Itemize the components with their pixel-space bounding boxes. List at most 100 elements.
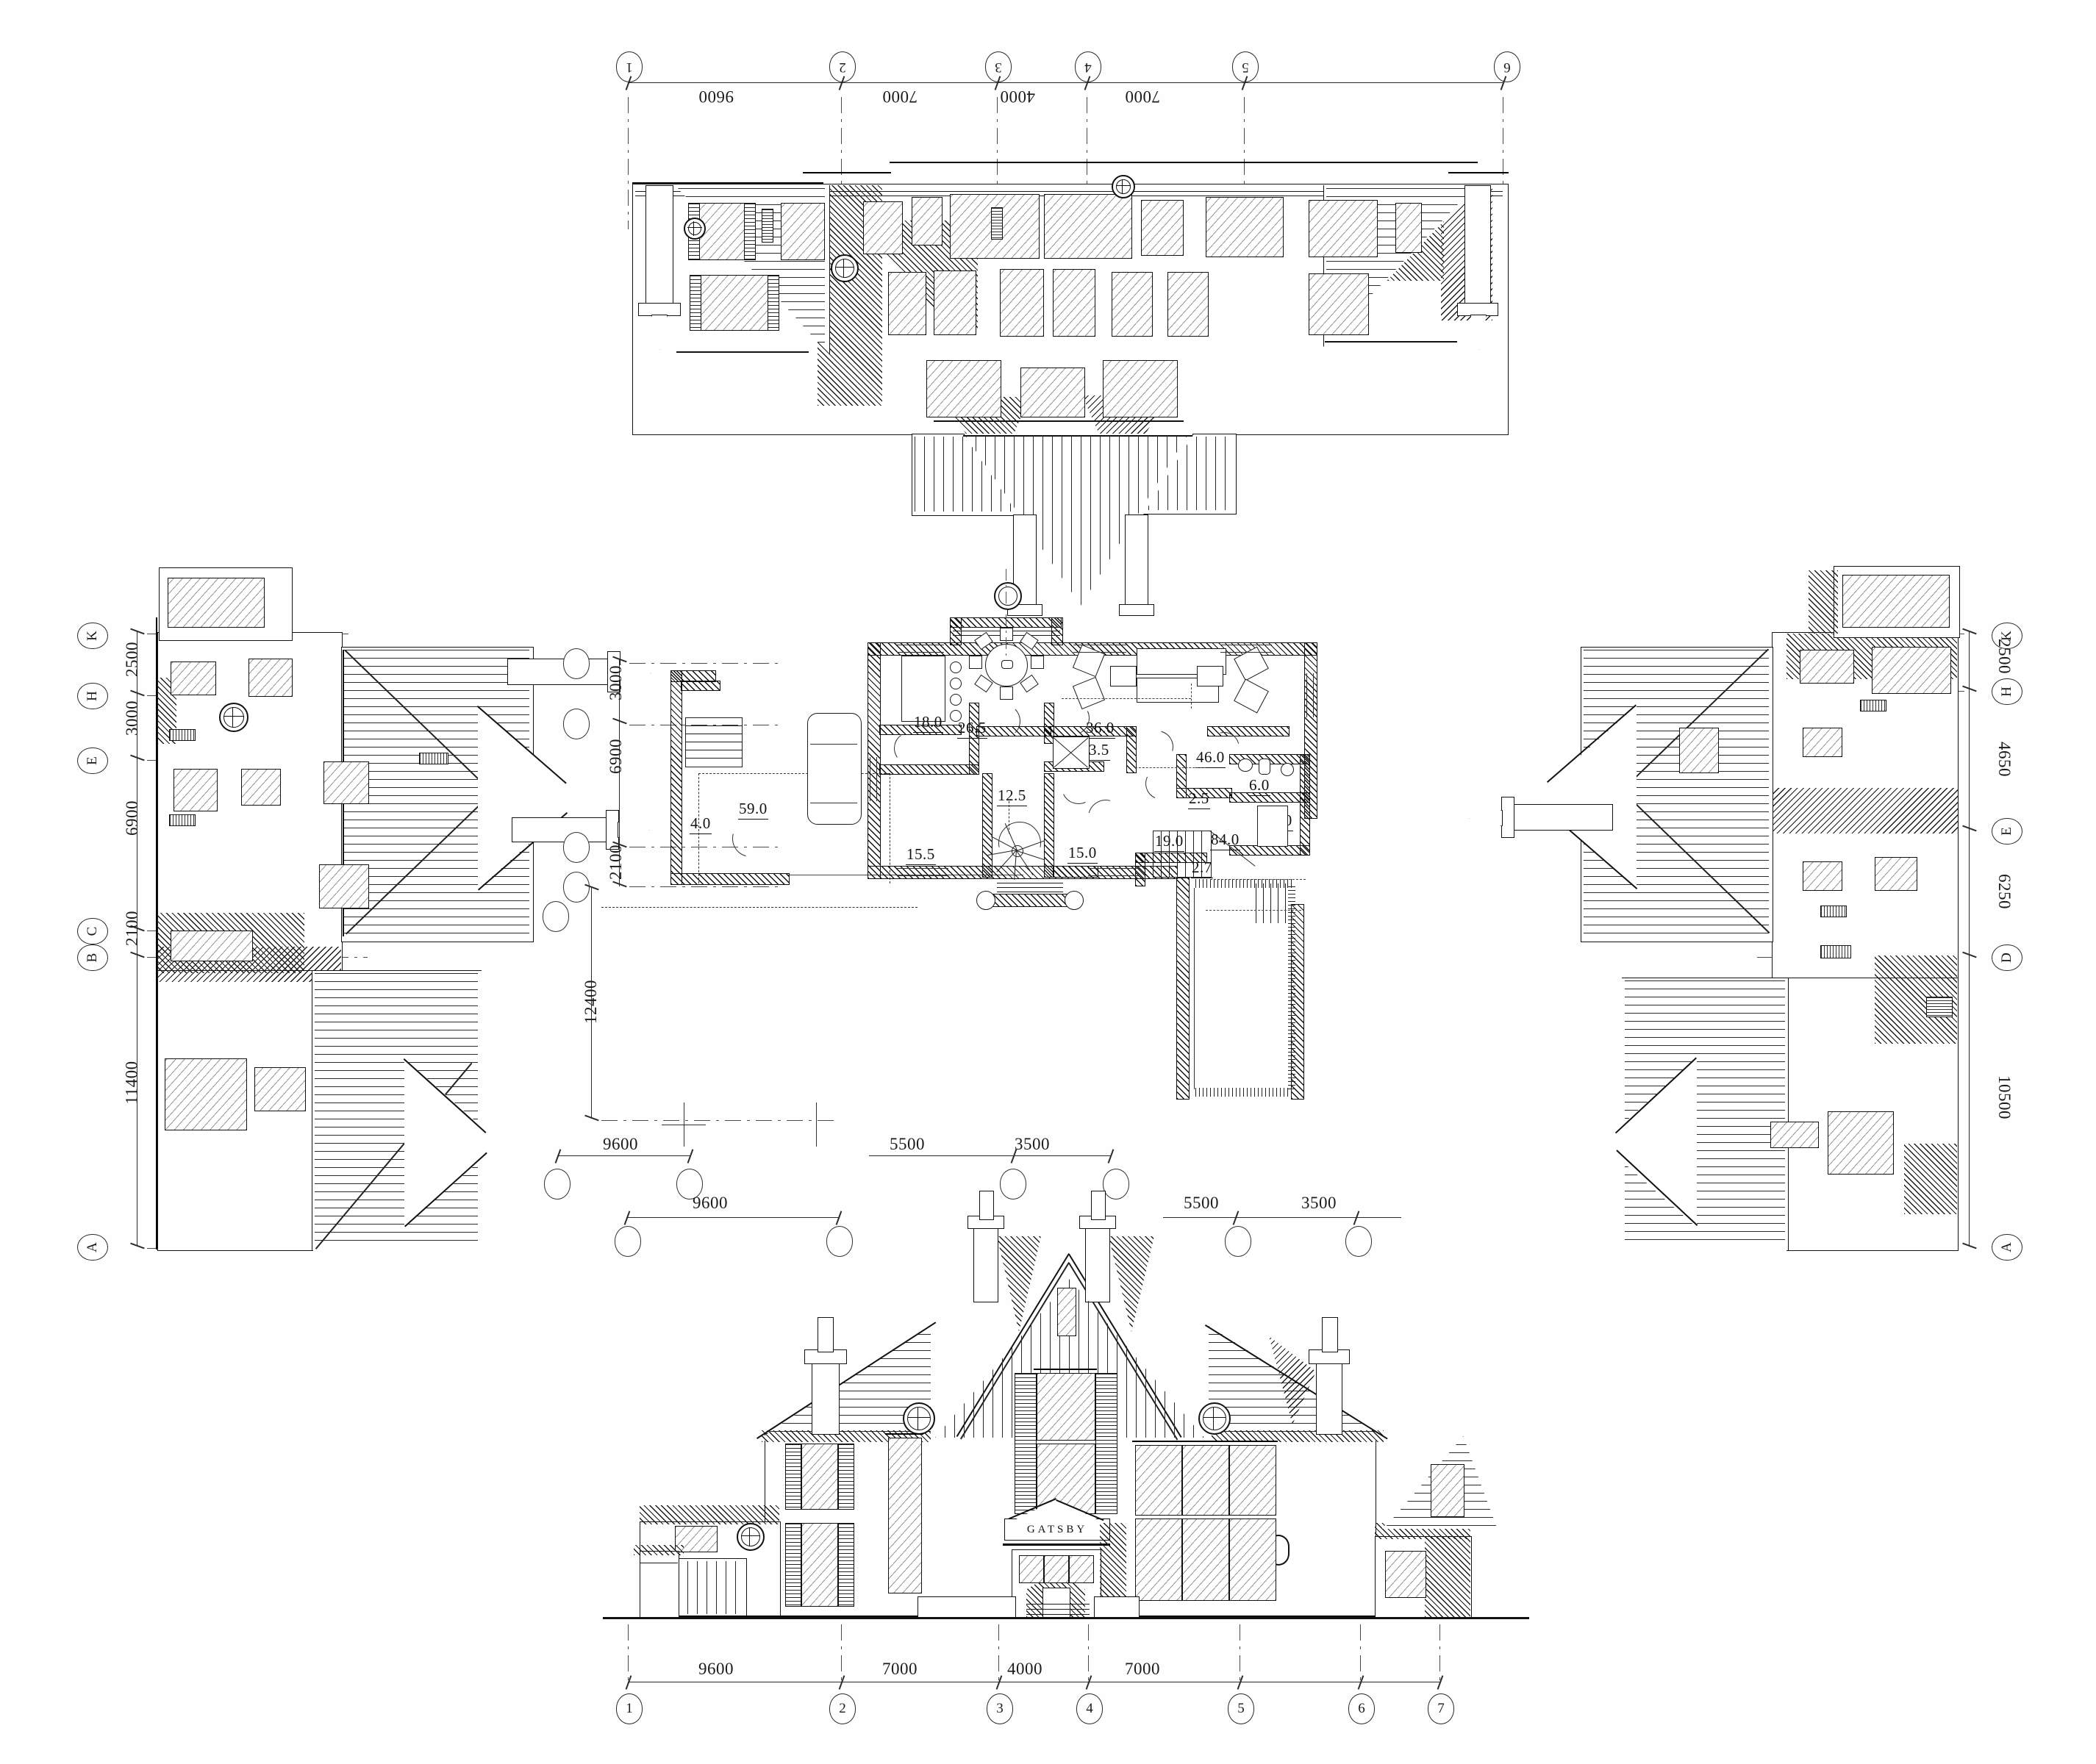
front-dim-line-top-b bbox=[1163, 1211, 1401, 1225]
front-garage-roof bbox=[640, 1505, 779, 1524]
plan-dining-table bbox=[985, 644, 1028, 686]
plan-grid-bubble-2 bbox=[563, 709, 590, 739]
front-entry-steps bbox=[1026, 1599, 1090, 1618]
plan-dim-h-1: 9600 bbox=[603, 1135, 638, 1153]
rear-window-21 bbox=[1020, 368, 1085, 417]
rear-window-13 bbox=[934, 270, 976, 335]
front-attic-window bbox=[1057, 1288, 1076, 1336]
dim-left-4: 2100 bbox=[123, 911, 141, 946]
plan-grid-bubble-7 bbox=[676, 1169, 703, 1200]
rear-window-9 bbox=[1309, 200, 1378, 257]
plan-dim-line-left-a bbox=[612, 656, 627, 887]
grid-bubble-front-5: 5 bbox=[1228, 1693, 1254, 1724]
view-rear-elevation: 1 2 3 4 5 6 9600 7000 4000 7000 bbox=[616, 44, 1522, 616]
grid-bubble-left-C: C bbox=[77, 918, 108, 944]
dim-rear-2: 7000 bbox=[882, 87, 918, 106]
right-window-6 bbox=[1875, 857, 1917, 891]
dim-left-2: 3000 bbox=[123, 700, 141, 736]
rear-window-3 bbox=[863, 201, 903, 254]
front-dim-top-2: 5500 bbox=[1184, 1194, 1219, 1212]
rear-window-11 bbox=[700, 275, 769, 331]
plan-dim-h-3: 3500 bbox=[1015, 1135, 1050, 1153]
plan-area-lobby: 3.5 bbox=[1088, 741, 1110, 761]
view-ground-floor-plan: 3000 6900 2100 12400 9600 5500 3500 bbox=[543, 569, 1441, 1220]
front-dim-top-1: 9600 bbox=[693, 1194, 728, 1212]
left-vent-1 bbox=[169, 729, 196, 741]
front-chimney-right-pot bbox=[1322, 1317, 1338, 1352]
rear-window-4 bbox=[912, 197, 943, 245]
rear-window-20 bbox=[1103, 360, 1178, 417]
right-vent-4 bbox=[1926, 997, 1953, 1017]
left-window-attic bbox=[168, 578, 265, 628]
front-dim-bottom-4: 7000 bbox=[1125, 1660, 1160, 1678]
plan-iwall-3 bbox=[969, 703, 979, 775]
plan-terrace-wall-left bbox=[1176, 878, 1190, 1100]
plan-area-kitchen: 46.0 bbox=[1195, 748, 1226, 768]
dim-right-3: 6250 bbox=[1995, 874, 2014, 909]
plan-area-utility: 19.0 bbox=[1154, 832, 1184, 852]
left-chimney-2 bbox=[512, 817, 610, 842]
front-window-right-upper bbox=[1135, 1445, 1276, 1516]
grid-bubble-right-A: A bbox=[1992, 1234, 2022, 1261]
plan-grid-bubble-6 bbox=[544, 1169, 571, 1200]
plan-area-store: 4.0 bbox=[690, 814, 712, 834]
front-oculus-right bbox=[1198, 1402, 1231, 1435]
plan-dim-v-2: 6900 bbox=[607, 739, 625, 774]
left-window-2 bbox=[248, 659, 293, 697]
plan-area-garage: 59.0 bbox=[738, 800, 768, 820]
grid-bubble-front-7: 7 bbox=[1428, 1693, 1454, 1724]
plan-area-stairhall: 12.5 bbox=[997, 786, 1027, 806]
plan-dim-v-4: 12400 bbox=[582, 980, 600, 1024]
plan-car bbox=[807, 713, 862, 825]
left-window-1 bbox=[171, 662, 216, 695]
grid-bubble-left-H: H bbox=[77, 683, 108, 709]
plan-grid-bubble-5 bbox=[543, 901, 569, 932]
plan-dim-v-1: 3000 bbox=[607, 665, 625, 700]
front-center-window-upper bbox=[1037, 1373, 1095, 1441]
front-left-porch bbox=[640, 1551, 679, 1618]
front-window-tall-left bbox=[888, 1438, 922, 1593]
plan-grid-bubble-9 bbox=[1103, 1169, 1129, 1200]
plan-dim-v-3: 2100 bbox=[607, 845, 625, 880]
rear-window-10 bbox=[1395, 203, 1422, 253]
rear-window-6 bbox=[1044, 194, 1132, 259]
dim-rear-3: 4000 bbox=[1000, 87, 1035, 106]
front-chimney-right bbox=[1316, 1360, 1342, 1435]
left-window-6 bbox=[319, 864, 369, 908]
plan-area-stair-right: 15.0 bbox=[1067, 844, 1098, 864]
plan-armchair-4 bbox=[1234, 678, 1269, 714]
right-chimney-1 bbox=[1512, 804, 1613, 831]
front-grid-bubble-top-1 bbox=[615, 1226, 641, 1257]
plan-grid-bubble-8 bbox=[1000, 1169, 1026, 1200]
front-window-far-right-1 bbox=[1385, 1551, 1426, 1598]
rear-oculus-left bbox=[684, 218, 706, 240]
front-dim-top-3: 3500 bbox=[1301, 1194, 1337, 1212]
plan-iwall-8 bbox=[1126, 726, 1137, 773]
grid-bubble-front-2: 2 bbox=[829, 1693, 856, 1724]
rear-window-19 bbox=[926, 360, 1001, 417]
left-window-9 bbox=[254, 1067, 306, 1111]
dim-left-5: 11400 bbox=[122, 1061, 141, 1105]
right-window-1 bbox=[1800, 650, 1854, 684]
right-window-attic bbox=[1842, 575, 1950, 628]
front-oculus-left bbox=[903, 1402, 935, 1435]
front-dim-bottom-3: 4000 bbox=[1007, 1660, 1042, 1678]
dim-rear-4: 7000 bbox=[1125, 87, 1160, 106]
plan-grid-bubble-1 bbox=[563, 648, 590, 679]
left-vent-3 bbox=[419, 753, 448, 764]
front-grid-bubble-top-2 bbox=[826, 1226, 853, 1257]
plan-dim-line-left-b bbox=[584, 883, 599, 1121]
front-center-window-lower bbox=[1037, 1444, 1095, 1514]
right-window-8 bbox=[1770, 1122, 1819, 1148]
plan-grid-bubble-4 bbox=[563, 872, 590, 903]
rear-vent-2 bbox=[991, 207, 1003, 240]
dim-left-1: 2500 bbox=[123, 642, 141, 677]
front-dim-bottom-2: 7000 bbox=[882, 1660, 918, 1678]
plan-terrace-balustrade-top bbox=[1195, 879, 1292, 888]
rear-window-17 bbox=[1167, 272, 1209, 337]
plan-wall-garage-bottom bbox=[670, 873, 790, 885]
rear-oculus-right bbox=[1112, 175, 1135, 198]
front-chimney-center-a bbox=[973, 1225, 998, 1302]
plan-kitchen-island bbox=[901, 656, 945, 722]
